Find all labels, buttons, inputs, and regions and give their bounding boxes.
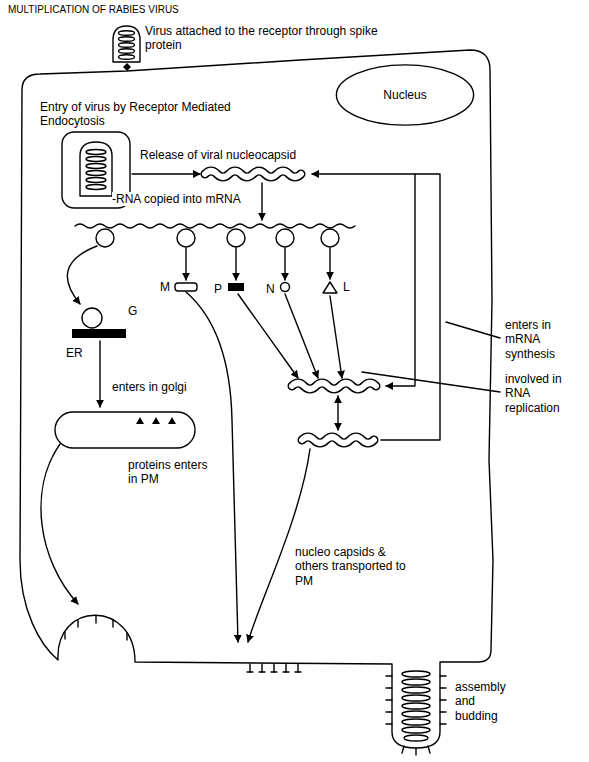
flow-arrow — [41, 444, 78, 604]
budding-virus — [386, 671, 446, 755]
flow-arrow — [337, 396, 338, 430]
virus-coil — [119, 55, 135, 59]
virus-coil — [119, 49, 135, 53]
label-slot: nucleo capsids & others transported to P… — [295, 545, 420, 588]
label-slot: involved in RNA replication — [505, 372, 585, 415]
label-slot: Virus attached to the receptor through s… — [145, 24, 407, 53]
flow-arrow — [99, 341, 100, 407]
protein-label: M — [160, 280, 170, 294]
flow-arrow — [132, 173, 200, 174]
flow-arrow — [185, 248, 186, 280]
annotation-label: -RNA copied into mRNA — [112, 192, 241, 206]
membrane-spikes — [65, 616, 127, 640]
n-protein-symbol — [281, 283, 290, 292]
flow-arrow — [235, 248, 236, 280]
node-text: Nucleus — [383, 88, 426, 102]
ribosome — [96, 229, 114, 247]
label-slot: Release of viral nucleocapsid — [140, 148, 296, 162]
membrane-spikes — [247, 664, 301, 672]
nucleocapsid — [292, 383, 376, 389]
l-protein-symbol — [323, 282, 337, 293]
ribosome — [227, 229, 245, 247]
g-protein-symbol — [168, 417, 176, 424]
virus-coil — [86, 178, 106, 183]
ellipse-outline — [336, 65, 473, 125]
annotation-label: Virus attached to the receptor through s… — [145, 24, 407, 53]
label-slot: Entry of virus by Receptor Mediated Endo… — [40, 100, 280, 129]
er-ribosome — [82, 308, 102, 328]
flow-arrow — [285, 294, 318, 378]
label-slot: enters in golgi — [112, 380, 187, 394]
flow-arrow — [67, 246, 97, 304]
nucleocapsid — [205, 171, 301, 177]
p-protein-symbol — [228, 283, 244, 291]
receptor-diamond — [123, 63, 131, 71]
label-slot: G — [128, 304, 137, 318]
flow-arrow — [330, 296, 342, 378]
virus-coil — [119, 37, 135, 41]
virus-coil — [86, 150, 106, 155]
g-protein-symbol — [152, 417, 160, 424]
virus-coil — [86, 185, 106, 190]
virus-coil — [119, 31, 135, 35]
annotation-label: enters in mRNA synthesis — [505, 318, 585, 361]
m-protein-symbol — [175, 283, 197, 291]
golgi-body — [55, 412, 195, 448]
flow-arrow — [386, 174, 415, 386]
virus-coil — [86, 171, 106, 176]
annotation-label: proteins enters in PM — [128, 458, 213, 487]
label-slot: M — [160, 280, 170, 294]
ribosome — [276, 229, 294, 247]
diagram-title: MULTIPLICATION OF RABIES VIRUS — [8, 4, 179, 16]
label-slot: -RNA copied into mRNA — [112, 192, 241, 206]
virus-coil — [86, 164, 106, 169]
protein-label: N — [266, 282, 275, 296]
ribosome — [177, 229, 195, 247]
nucleocapsid — [205, 171, 301, 177]
attached-virus — [113, 26, 140, 71]
nucleocapsid — [302, 437, 374, 443]
leader-line — [362, 372, 500, 392]
virus-coil — [86, 157, 106, 162]
label-slot: L — [343, 280, 350, 294]
virus-coil — [119, 43, 135, 47]
leader-line — [446, 322, 500, 338]
annotation-label: enters in golgi — [112, 380, 187, 394]
annotation-label: assembly and budding — [455, 680, 511, 723]
mrna-strand — [75, 224, 355, 228]
organelle-label: ER — [66, 346, 83, 360]
flow-arrow — [238, 294, 298, 378]
flow-arrow — [284, 248, 285, 280]
annotation-label: Entry of virus by Receptor Mediated Endo… — [40, 100, 280, 129]
label-slot: proteins enters in PM — [128, 458, 213, 487]
virus-envelope — [113, 26, 140, 62]
nucleocapsid — [302, 437, 374, 443]
title-slot: MULTIPLICATION OF RABIES VIRUS — [8, 4, 179, 16]
label-slot: assembly and budding — [455, 680, 511, 723]
flow-arrow — [312, 174, 440, 440]
protein-label: P — [214, 282, 222, 296]
flow-arrow — [261, 183, 262, 220]
ribosome — [321, 229, 339, 247]
cell-membrane — [20, 50, 493, 748]
label-slot: P — [214, 282, 222, 296]
annotation-label: Release of viral nucleocapsid — [140, 148, 296, 162]
er-membrane — [72, 329, 126, 338]
label-slot: ER — [66, 346, 83, 360]
annotation-label: involved in RNA replication — [505, 372, 585, 415]
virus-envelope — [80, 142, 112, 196]
label-slot: enters in mRNA synthesis — [505, 318, 585, 361]
nucleus-ellipse: Nucleus — [335, 63, 475, 127]
protein-label: L — [343, 280, 350, 294]
nucleocapsid — [292, 383, 376, 389]
label-slot: N — [266, 282, 275, 296]
flow-arrow — [329, 248, 330, 279]
annotation-label: nucleo capsids & others transported to P… — [295, 545, 420, 588]
protein-label: G — [128, 304, 137, 318]
g-protein-symbol — [136, 417, 144, 424]
